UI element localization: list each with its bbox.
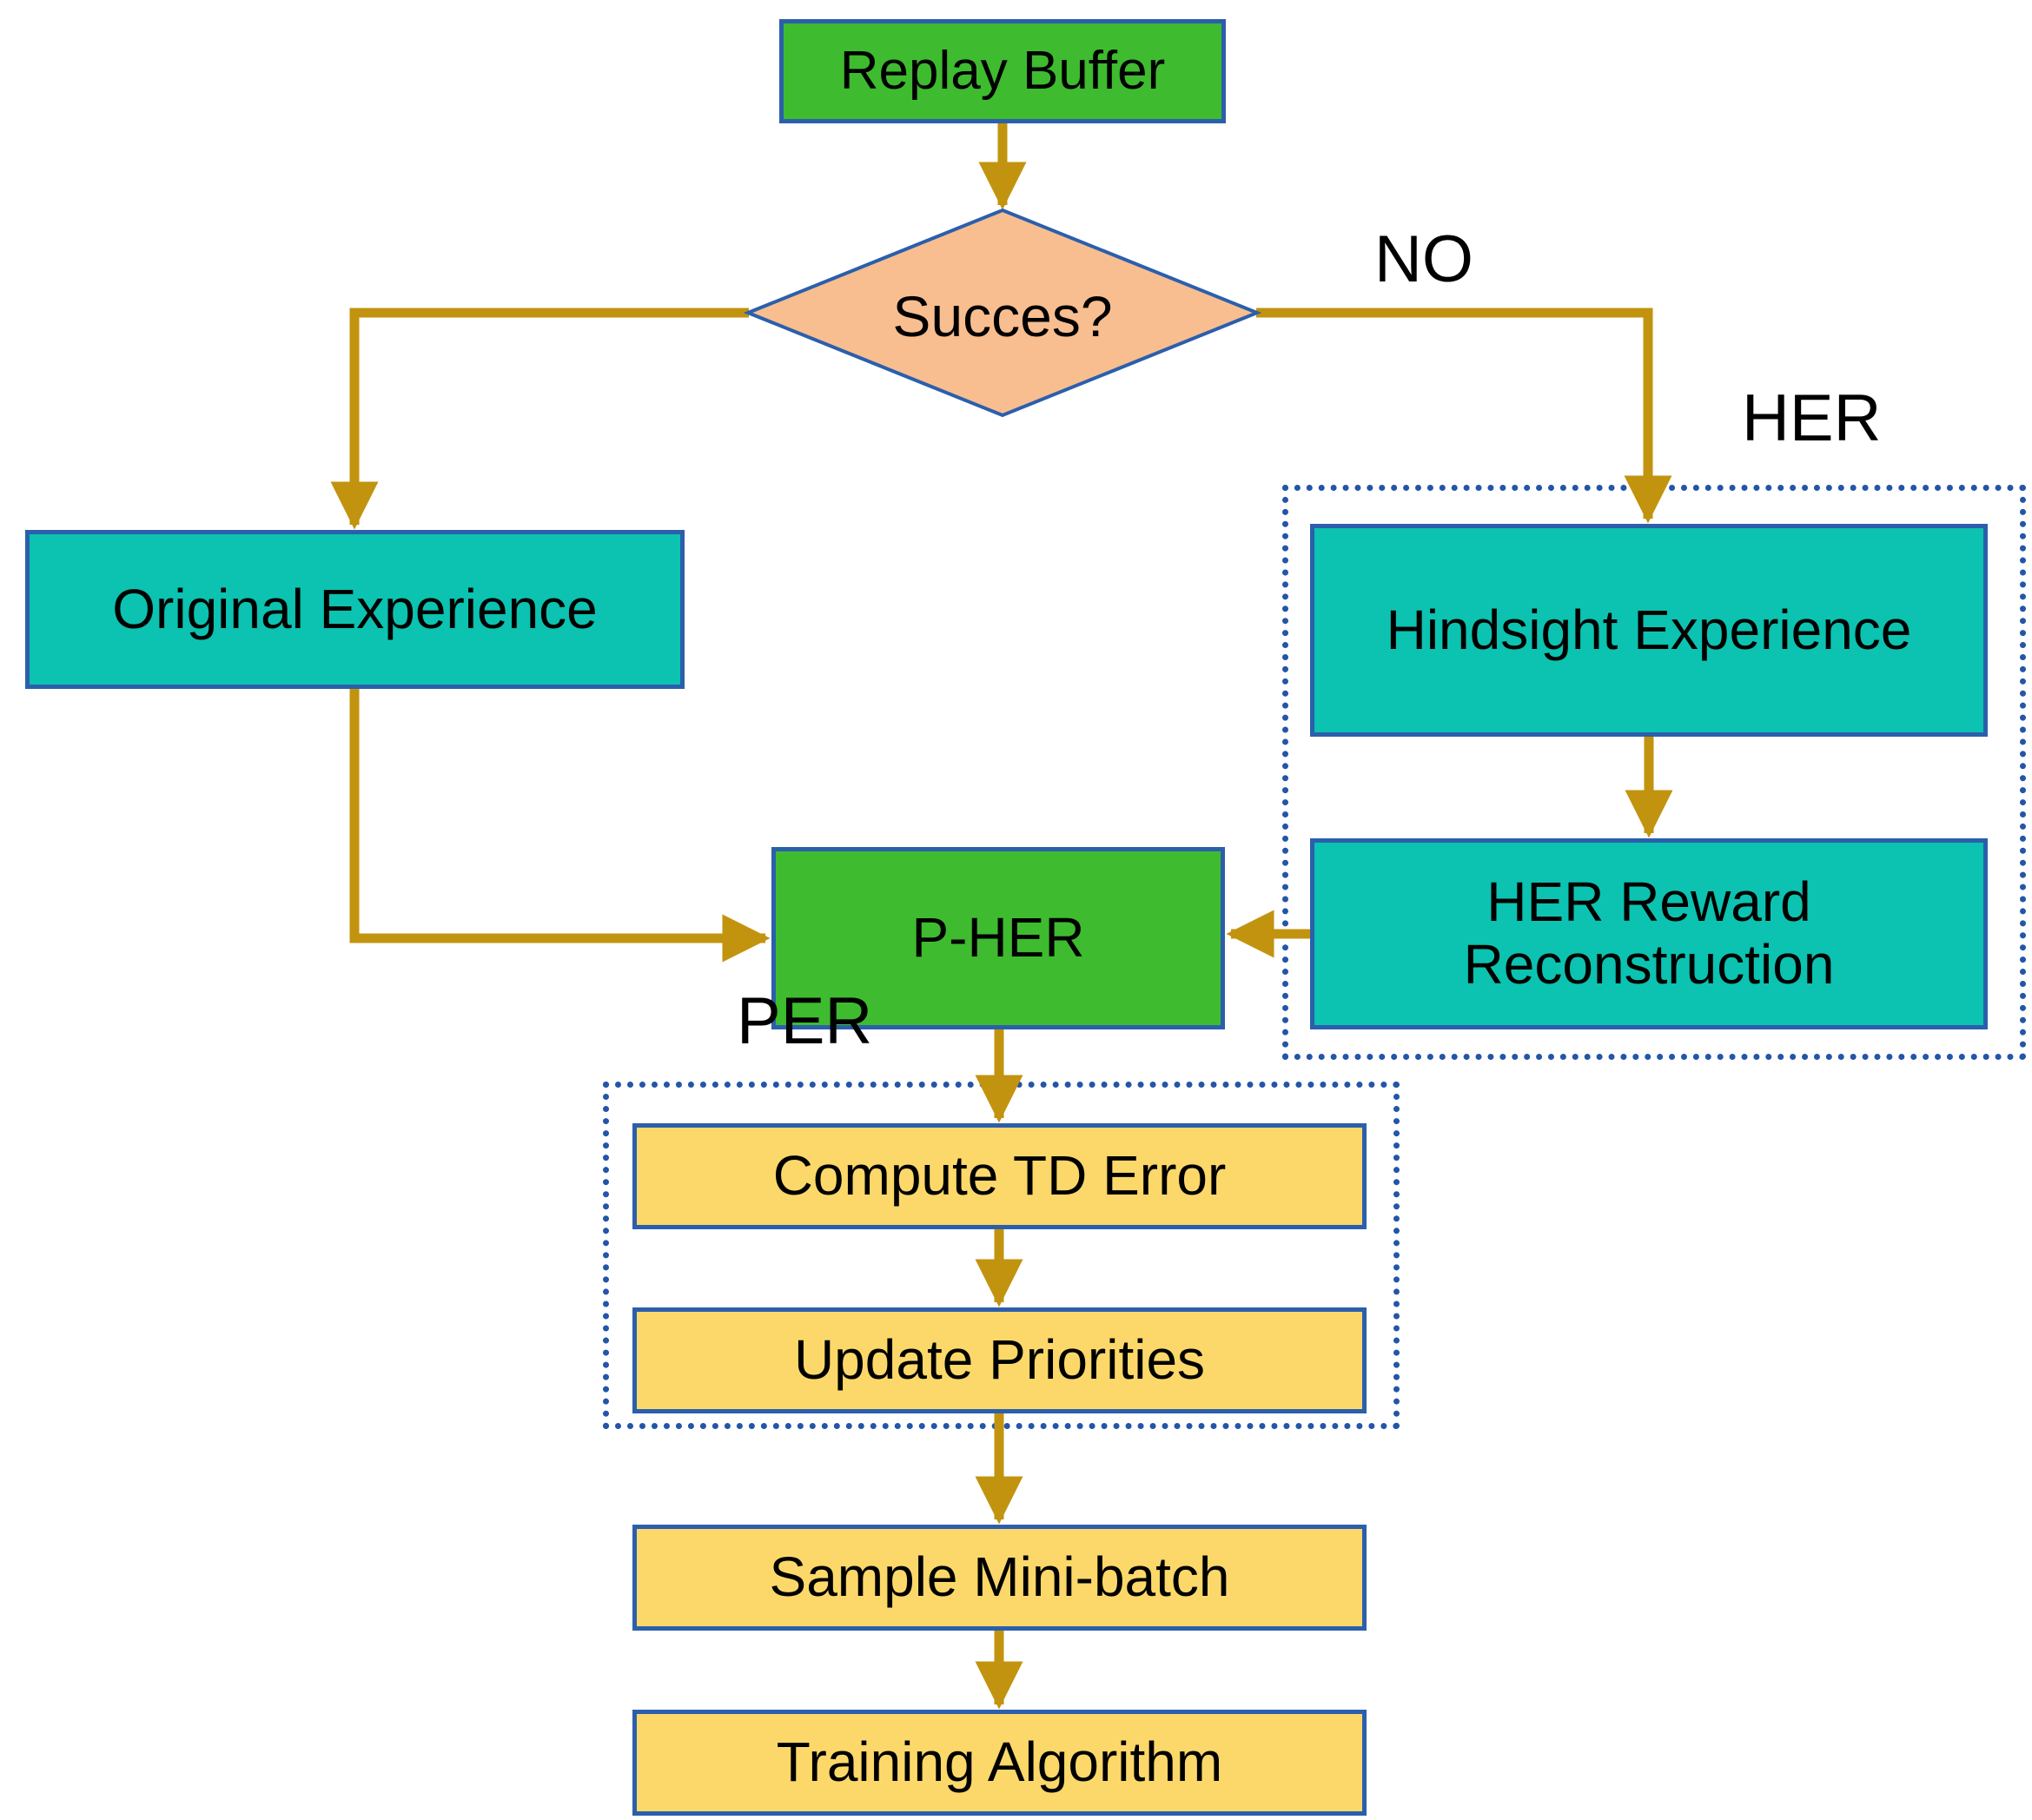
replay-buffer-label: Replay Buffer — [839, 41, 1166, 102]
p-her-label: P-HER — [911, 906, 1085, 970]
compute-td-error-label: Compute TD Error — [772, 1144, 1227, 1208]
node-replay-buffer: Replay Buffer — [779, 19, 1226, 123]
her-reward-reconstruction-label: HER Reward Reconstruction — [1463, 870, 1835, 996]
original-experience-label: Original Experience — [112, 577, 598, 640]
success-decision-label: Succes? — [892, 284, 1113, 348]
edge-success-to-original — [330, 308, 749, 530]
success-decision-diamond — [743, 208, 1262, 418]
node-update-priorities: Update Priorities — [632, 1307, 1367, 1413]
no-branch-label: NO — [1374, 222, 1473, 296]
node-hindsight-experience: Hindsight Experience — [1310, 524, 1988, 737]
edge-success-no-to-hindsight — [1256, 308, 1672, 524]
update-priorities-label: Update Priorities — [793, 1328, 1206, 1392]
training-algorithm-label: Training Algorithm — [776, 1731, 1223, 1794]
per-group-label: PER — [737, 984, 873, 1058]
node-her-reward-reconstruction: HER Reward Reconstruction — [1310, 838, 1988, 1029]
edge-original-to-pher — [349, 689, 771, 963]
node-p-her: P-HER — [771, 847, 1225, 1029]
sample-mini-batch-label: Sample Mini-batch — [769, 1545, 1230, 1609]
node-original-experience: Original Experience — [25, 530, 685, 689]
her-group-label: HER — [1742, 381, 1882, 455]
node-sample-mini-batch: Sample Mini-batch — [632, 1525, 1367, 1631]
node-training-algorithm: Training Algorithm — [632, 1710, 1367, 1816]
hindsight-experience-label: Hindsight Experience — [1386, 598, 1912, 661]
node-compute-td-error: Compute TD Error — [632, 1123, 1367, 1229]
